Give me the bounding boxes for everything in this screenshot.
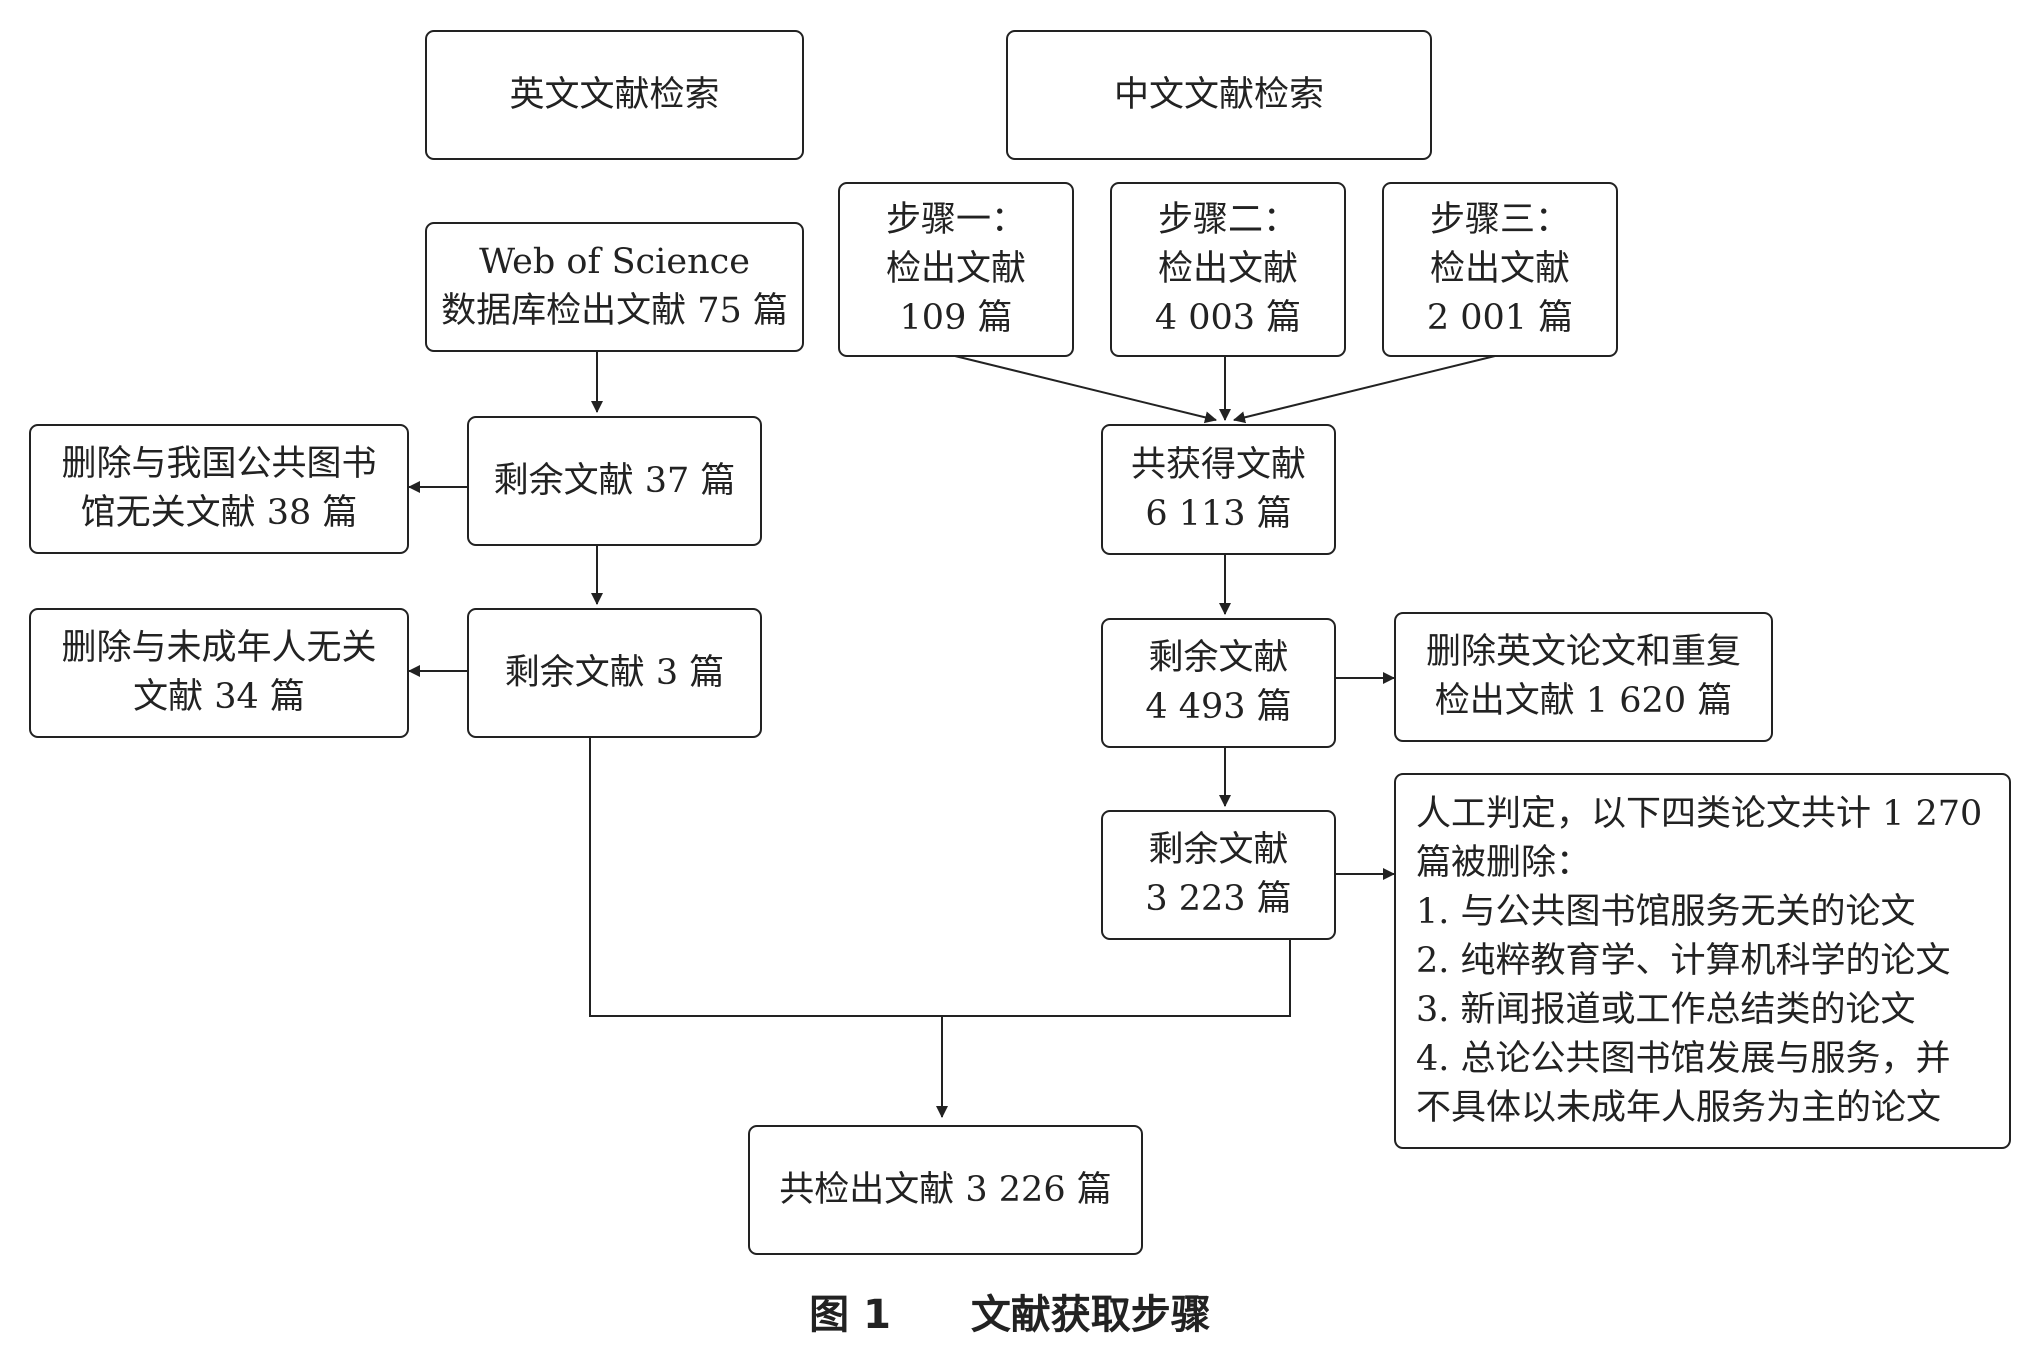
chinese-removed-1620-box: 删除英文论文和重复 检出文献 1 620 篇 — [1394, 612, 1773, 742]
step3-line-1: 步骤三： — [1429, 200, 1570, 240]
english-removed-34-line-1: 删除与未成年人无关 — [61, 628, 377, 668]
removed-1270-line-6: 4. 总论公共图书馆发展与服务，并 — [1416, 1038, 1951, 1079]
chinese-removed-1270-box: 人工判定，以下四类论文共计 1 270 篇被删除： 1. 与公共图书馆服务无关的… — [1394, 773, 2011, 1149]
arrow-step1-to-total — [954, 355, 1217, 424]
chinese-remain-3223-box: 剩余文献 3 223 篇 — [1101, 810, 1336, 940]
english-removed-38-line-2: 馆无关文献 38 篇 — [80, 493, 358, 533]
wos-source-box: Web of Science 数据库检出文献 75 篇 — [425, 222, 804, 352]
wos-source-line-1: Web of Science — [479, 242, 750, 282]
english-removed-34-box: 删除与未成年人无关 文献 34 篇 — [29, 608, 409, 738]
chinese-remain-4493-box: 剩余文献 4 493 篇 — [1101, 618, 1336, 748]
merge-line — [589, 737, 1291, 1017]
english-search-header: 英文文献检索 — [425, 30, 804, 160]
step2-line-3: 4 003 篇 — [1154, 298, 1302, 338]
chinese-total-line-2: 6 113 篇 — [1145, 493, 1292, 534]
removed-1270-line-1: 人工判定，以下四类论文共计 1 270 — [1416, 793, 1983, 834]
removed-1270-line-7: 不具体以未成年人服务为主的论文 — [1416, 1087, 1942, 1128]
figure-title: 文献获取步骤 — [970, 1292, 1211, 1338]
chinese-remain-4493-line-2: 4 493 篇 — [1145, 687, 1292, 727]
step1-box: 步骤一： 检出文献 109 篇 — [838, 182, 1074, 357]
english-removed-38-box: 删除与我国公共图书 馆无关文献 38 篇 — [29, 424, 409, 554]
chinese-search-header: 中文文献检索 — [1006, 30, 1432, 160]
step3-line-3: 2 001 篇 — [1426, 298, 1574, 338]
step1-line-1: 步骤一： — [885, 200, 1026, 240]
step1-line-3: 109 篇 — [899, 298, 1013, 338]
english-remain-3-text: 剩余文献 3 篇 — [504, 652, 725, 693]
final-total-text: 共检出文献 3 226 篇 — [779, 1169, 1112, 1210]
step2-line-2: 检出文献 — [1157, 249, 1298, 289]
chinese-removed-1620-line-1: 删除英文论文和重复 — [1425, 632, 1741, 672]
english-remain-37-text: 剩余文献 37 篇 — [493, 460, 736, 501]
arrow-step3-to-total — [1233, 355, 1496, 424]
chinese-remain-3223-line-1: 剩余文献 — [1148, 830, 1289, 870]
figure-caption: 图 1 文献获取步骤 — [0, 1282, 2020, 1340]
chinese-removed-1620-line-2: 检出文献 1 620 篇 — [1434, 681, 1733, 721]
english-removed-38-line-1: 删除与我国公共图书 — [61, 444, 377, 484]
step1-line-2: 检出文献 — [885, 249, 1026, 289]
wos-source-line-2: 数据库检出文献 75 篇 — [441, 291, 788, 331]
chinese-remain-3223-line-2: 3 223 篇 — [1145, 879, 1292, 919]
final-total-3226-box: 共检出文献 3 226 篇 — [748, 1125, 1143, 1255]
step3-box: 步骤三： 检出文献 2 001 篇 — [1382, 182, 1618, 357]
removed-1270-line-2: 篇被删除： — [1416, 842, 1592, 883]
chinese-total-6113-box: 共获得文献 6 113 篇 — [1101, 424, 1336, 555]
step3-line-2: 检出文献 — [1429, 249, 1570, 289]
chinese-search-header-text: 中文文献检索 — [1113, 74, 1324, 115]
english-search-header-text: 英文文献检索 — [509, 74, 720, 115]
figure-number: 图 1 — [809, 1292, 891, 1338]
chinese-remain-4493-line-1: 剩余文献 — [1148, 638, 1289, 678]
english-removed-34-line-2: 文献 34 篇 — [133, 677, 305, 717]
step2-box: 步骤二： 检出文献 4 003 篇 — [1110, 182, 1346, 357]
removed-1270-line-4: 2. 纯粹教育学、计算机科学的论文 — [1416, 940, 1951, 981]
step2-line-1: 步骤二： — [1157, 200, 1298, 240]
removed-1270-line-5: 3. 新闻报道或工作总结类的论文 — [1416, 989, 1916, 1030]
english-remain-3-box: 剩余文献 3 篇 — [467, 608, 762, 738]
english-remain-37-box: 剩余文献 37 篇 — [467, 416, 762, 546]
removed-1270-line-3: 1. 与公共图书馆服务无关的论文 — [1416, 891, 1916, 932]
chinese-total-line-1: 共获得文献 — [1130, 444, 1306, 485]
